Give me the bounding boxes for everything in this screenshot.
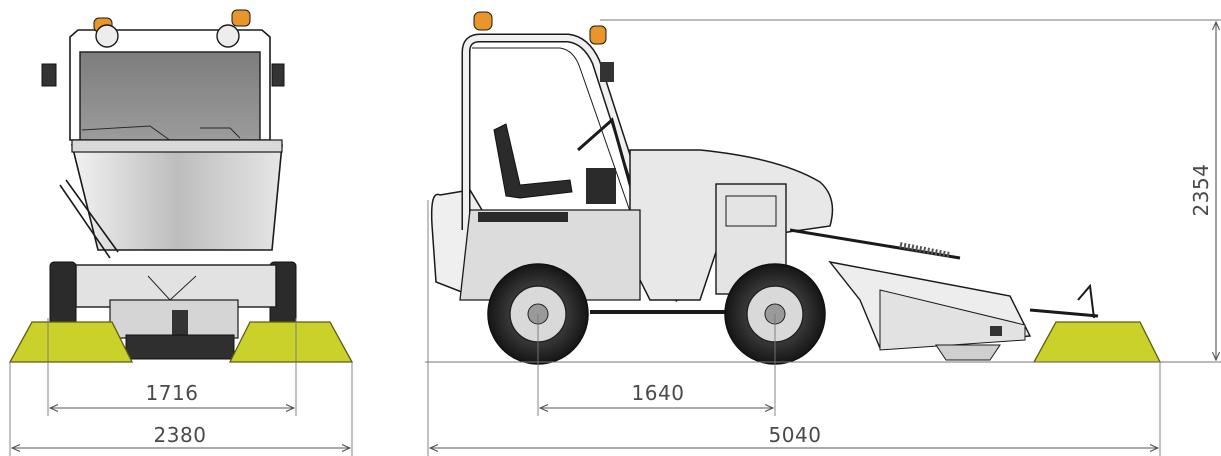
- dimension-overall-length: 5040: [769, 423, 822, 447]
- front-dimensions: 1716 2380: [9, 318, 353, 456]
- warning-beacon-icon: [93, 9, 251, 48]
- side-brush-side-view-icon: [1029, 283, 1162, 363]
- side-dimensions: 1640 5040 2354: [425, 19, 1221, 456]
- side-view: [430, 11, 1162, 365]
- front-view: [8, 9, 354, 363]
- side-brush-left-icon: [8, 321, 134, 363]
- dimension-front-width: 2380: [154, 423, 207, 447]
- dimension-wheelbase: 1640: [632, 381, 685, 405]
- seat-icon: [493, 123, 573, 199]
- beacon-side-icon: [473, 11, 607, 45]
- dimension-front-track: 1716: [146, 381, 199, 405]
- dimension-overall-height: 2354: [1189, 164, 1213, 217]
- side-brush-right-icon: [228, 321, 354, 363]
